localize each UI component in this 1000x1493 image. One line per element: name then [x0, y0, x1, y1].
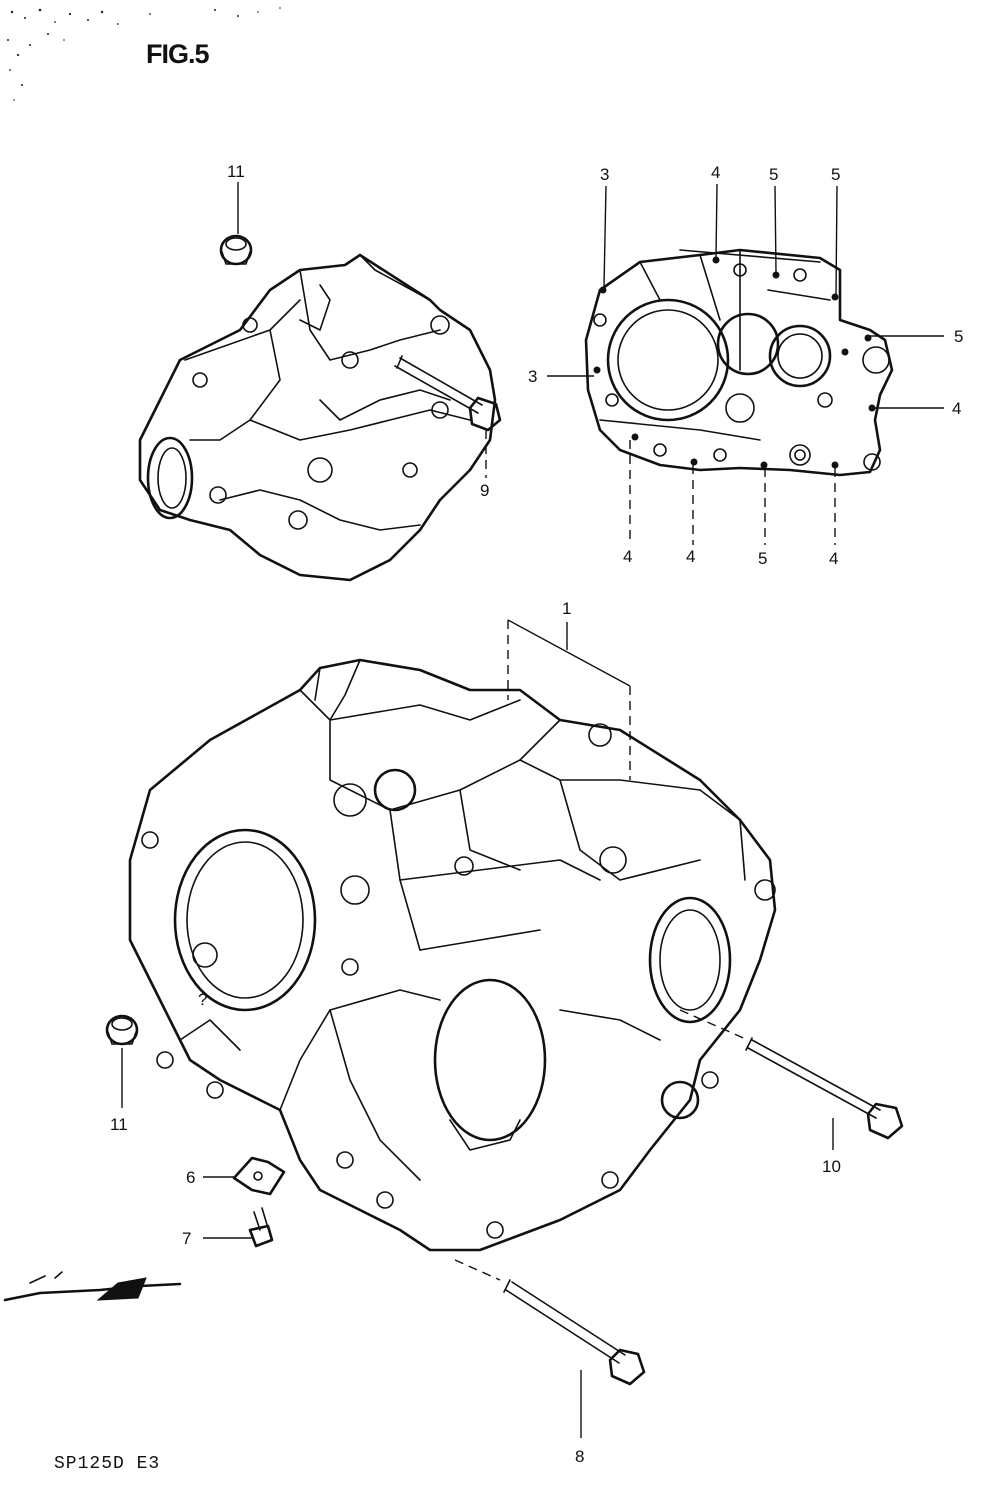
crankcase-set: ? — [128, 658, 777, 1252]
bolt-9 — [394, 355, 502, 432]
callout-4-bottom-b: 4 — [686, 547, 695, 566]
callout-3-left: 3 — [528, 367, 537, 386]
callout-3-top: 3 — [600, 165, 609, 184]
callout-5-bottom: 5 — [758, 549, 767, 568]
model-code: SP125D E3 — [54, 1454, 160, 1474]
leader-lines — [121, 182, 944, 1438]
callout-4-bottom-c: 4 — [829, 549, 838, 568]
bushing-11-top — [219, 234, 253, 266]
callout-8: 8 — [575, 1447, 584, 1466]
callout-11-lower: 11 — [110, 1115, 128, 1134]
crankcase-right-half — [138, 253, 497, 582]
callout-4-right: 4 — [952, 399, 961, 418]
callout-4-top: 4 — [711, 163, 720, 182]
crankcase-gasket — [584, 248, 894, 477]
plate-6 — [232, 1156, 286, 1196]
callout-5-top-a: 5 — [769, 165, 778, 184]
callout-7: 7 — [182, 1229, 191, 1248]
callout-6: 6 — [186, 1168, 195, 1187]
callout-9: 9 — [480, 481, 489, 500]
screw-7 — [248, 1207, 274, 1248]
callout-5-right: 5 — [954, 327, 963, 346]
scan-noise — [7, 7, 281, 101]
bolt-8 — [503, 1279, 646, 1386]
bolt-10 — [745, 1037, 904, 1140]
crankcase-mark: ? — [198, 990, 207, 1009]
callout-1: 1 — [562, 599, 571, 618]
callout-labels: 1 3 3 4 4 4 4 4 5 5 5 5 6 7 8 9 10 11 11 — [110, 162, 963, 1466]
callout-11-top: 11 — [227, 162, 245, 181]
callout-5-top-b: 5 — [831, 165, 840, 184]
callout-4-bottom-a: 4 — [623, 547, 632, 566]
callout-10: 10 — [822, 1157, 841, 1176]
bushing-11-lower — [105, 1014, 139, 1046]
figure-title: FIG.5 — [146, 39, 209, 69]
front-direction-arrow-icon — [3, 1271, 182, 1302]
